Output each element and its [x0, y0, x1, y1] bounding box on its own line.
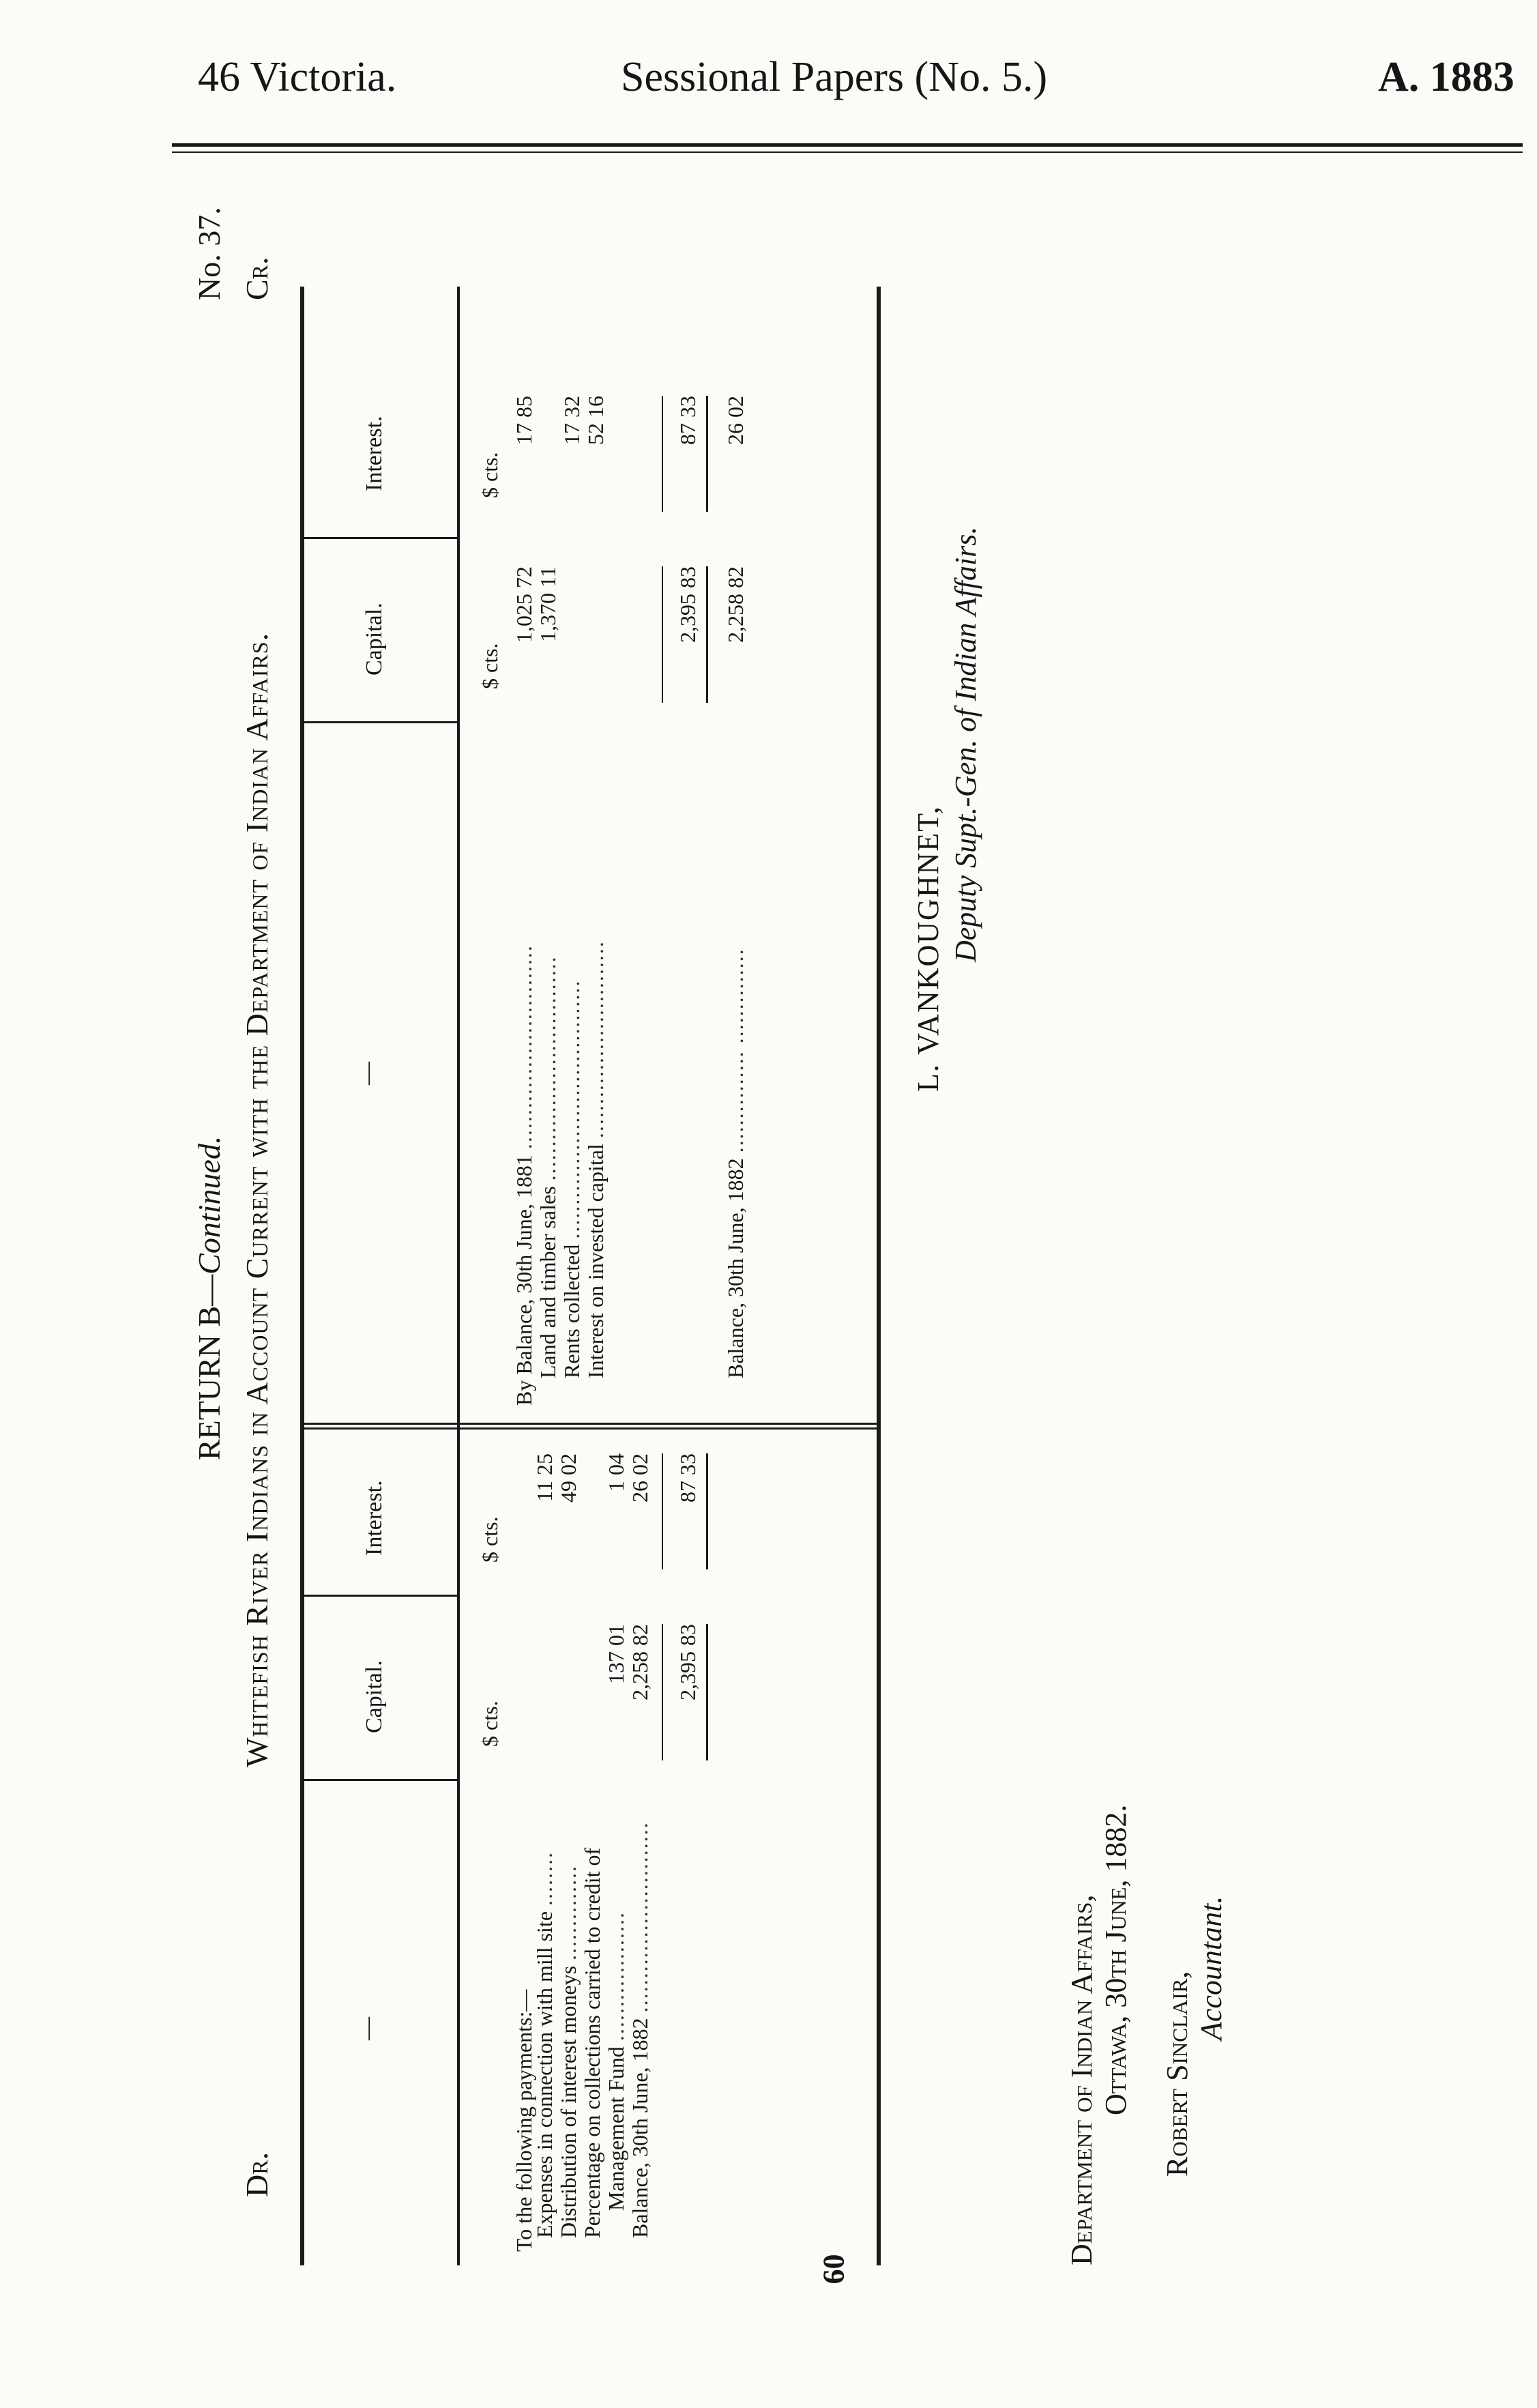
credit-desc-header: —: [355, 1062, 380, 1085]
dr-label: Dr.: [239, 2151, 274, 2197]
table-bottom-rule: [877, 287, 881, 2265]
accountant-title: Accountant.: [1195, 1896, 1228, 2040]
credit-interest-unit: $ cts.: [478, 452, 502, 498]
header-sessional-papers: Sessional Papers (No. 5.): [621, 54, 1048, 100]
header-bottom-rule: [457, 287, 460, 2265]
debit-total-rule: [706, 1624, 708, 1760]
credit-interest-cell: 52 16: [583, 396, 608, 445]
place-date: Ottawa, 30th June, 1882.: [1099, 1804, 1132, 2115]
place-department: Department of Indian Affairs,: [1065, 1894, 1098, 2265]
credit-total-rule: [662, 566, 663, 703]
credit-capital-cell: 1,025 72: [512, 566, 536, 643]
col-sep: [300, 1779, 457, 1781]
table-row: Percentage on collections carried to cre…: [580, 1847, 604, 2238]
return-title: RETURN B—Continued.: [192, 1135, 226, 1460]
debit-interest-cell: 11 25: [532, 1453, 557, 1502]
debit-total-rule: [706, 1453, 708, 1569]
cr-label: Cr.: [239, 257, 274, 300]
debit-total-interest: 87 33: [675, 1453, 700, 1503]
credit-interest-header: Interest.: [362, 416, 387, 491]
credit-total-rule: [662, 396, 663, 512]
debit-capital-cell: 137 01: [604, 1624, 628, 1684]
center-divider-2: [300, 1423, 880, 1425]
credit-balance-capital: 2,258 82: [723, 566, 748, 643]
signature-title: Deputy Supt.-Gen. of Indian Affairs.: [949, 526, 982, 962]
table-row: Expenses in connection with mill site ..…: [532, 1851, 557, 2238]
col-sep: [300, 537, 457, 539]
credit-balance: Balance, 30th June, 1882 ...............…: [723, 948, 748, 1378]
header-year: A. 1883: [1378, 54, 1514, 100]
debit-desc-header: —: [355, 2017, 380, 2040]
credit-balance-interest: 26 02: [723, 396, 748, 445]
credit-capital-header: Capital.: [362, 603, 387, 676]
credit-interest-cell: 17 85: [512, 396, 536, 445]
table-top-rule: [300, 287, 304, 2265]
table-row: Interest on invested capital ...........…: [583, 940, 608, 1378]
header-rule: [172, 143, 1523, 147]
rotated-account-table: Dr. Cr. No. 37. RETURN B—Continued. Whit…: [192, 150, 1016, 2265]
header-session: 46 Victoria.: [198, 54, 397, 100]
debit-total-rule: [662, 1624, 663, 1760]
return-number: No. 37.: [192, 207, 226, 300]
account-title: Whitefish River Indians in Account Curre…: [239, 632, 274, 1767]
credit-capital-unit: $ cts.: [478, 643, 502, 689]
debit-interest-header: Interest.: [362, 1480, 387, 1556]
debit-capital-header: Capital.: [362, 1660, 387, 1733]
credit-total-rule: [706, 566, 708, 703]
table-row: Rents collected ........................…: [559, 979, 584, 1378]
credit-total-interest: 87 33: [675, 396, 700, 445]
footer-block: Department of Indian Affairs, Ottawa, 30…: [1064, 1310, 1337, 2265]
debit-interest-cell: 49 02: [556, 1453, 581, 1503]
table-row: Management Fund ...................: [604, 1911, 628, 2211]
table-row: Distribution of interest moneys ........…: [556, 1864, 581, 2238]
col-sep: [300, 721, 457, 723]
credit-interest-cell: 17 32: [559, 396, 584, 445]
header-rule-thin: [172, 151, 1523, 153]
credit-total-rule: [706, 396, 708, 512]
page-number: 60: [817, 2254, 851, 2284]
center-divider: [300, 1427, 880, 1430]
col-sep: [300, 1595, 457, 1597]
debit-total-rule: [662, 1453, 663, 1569]
debit-interest-unit: $ cts.: [478, 1516, 502, 1563]
credit-capital-cell: 1,370 11: [536, 566, 560, 642]
debit-capital-unit: $ cts.: [478, 1700, 502, 1747]
debit-interest-cell: 1 04: [604, 1453, 628, 1492]
debit-total-capital: 2,395 83: [675, 1624, 700, 1700]
accountant-name: Robert Sinclair,: [1160, 1971, 1194, 2177]
credit-total-capital: 2,395 83: [675, 566, 700, 643]
signature-name: L. VANKOUGHNET,: [911, 805, 945, 1092]
debit-interest-cell: 26 02: [628, 1453, 652, 1503]
table-row: Land and timber sales ..................…: [536, 955, 560, 1378]
table-row: Balance, 30th June, 1882 ...............…: [628, 1821, 652, 2238]
table-row: By Balance, 30th June, 1881 ............…: [512, 944, 536, 1406]
debit-capital-cell: 2,258 82: [628, 1624, 652, 1700]
